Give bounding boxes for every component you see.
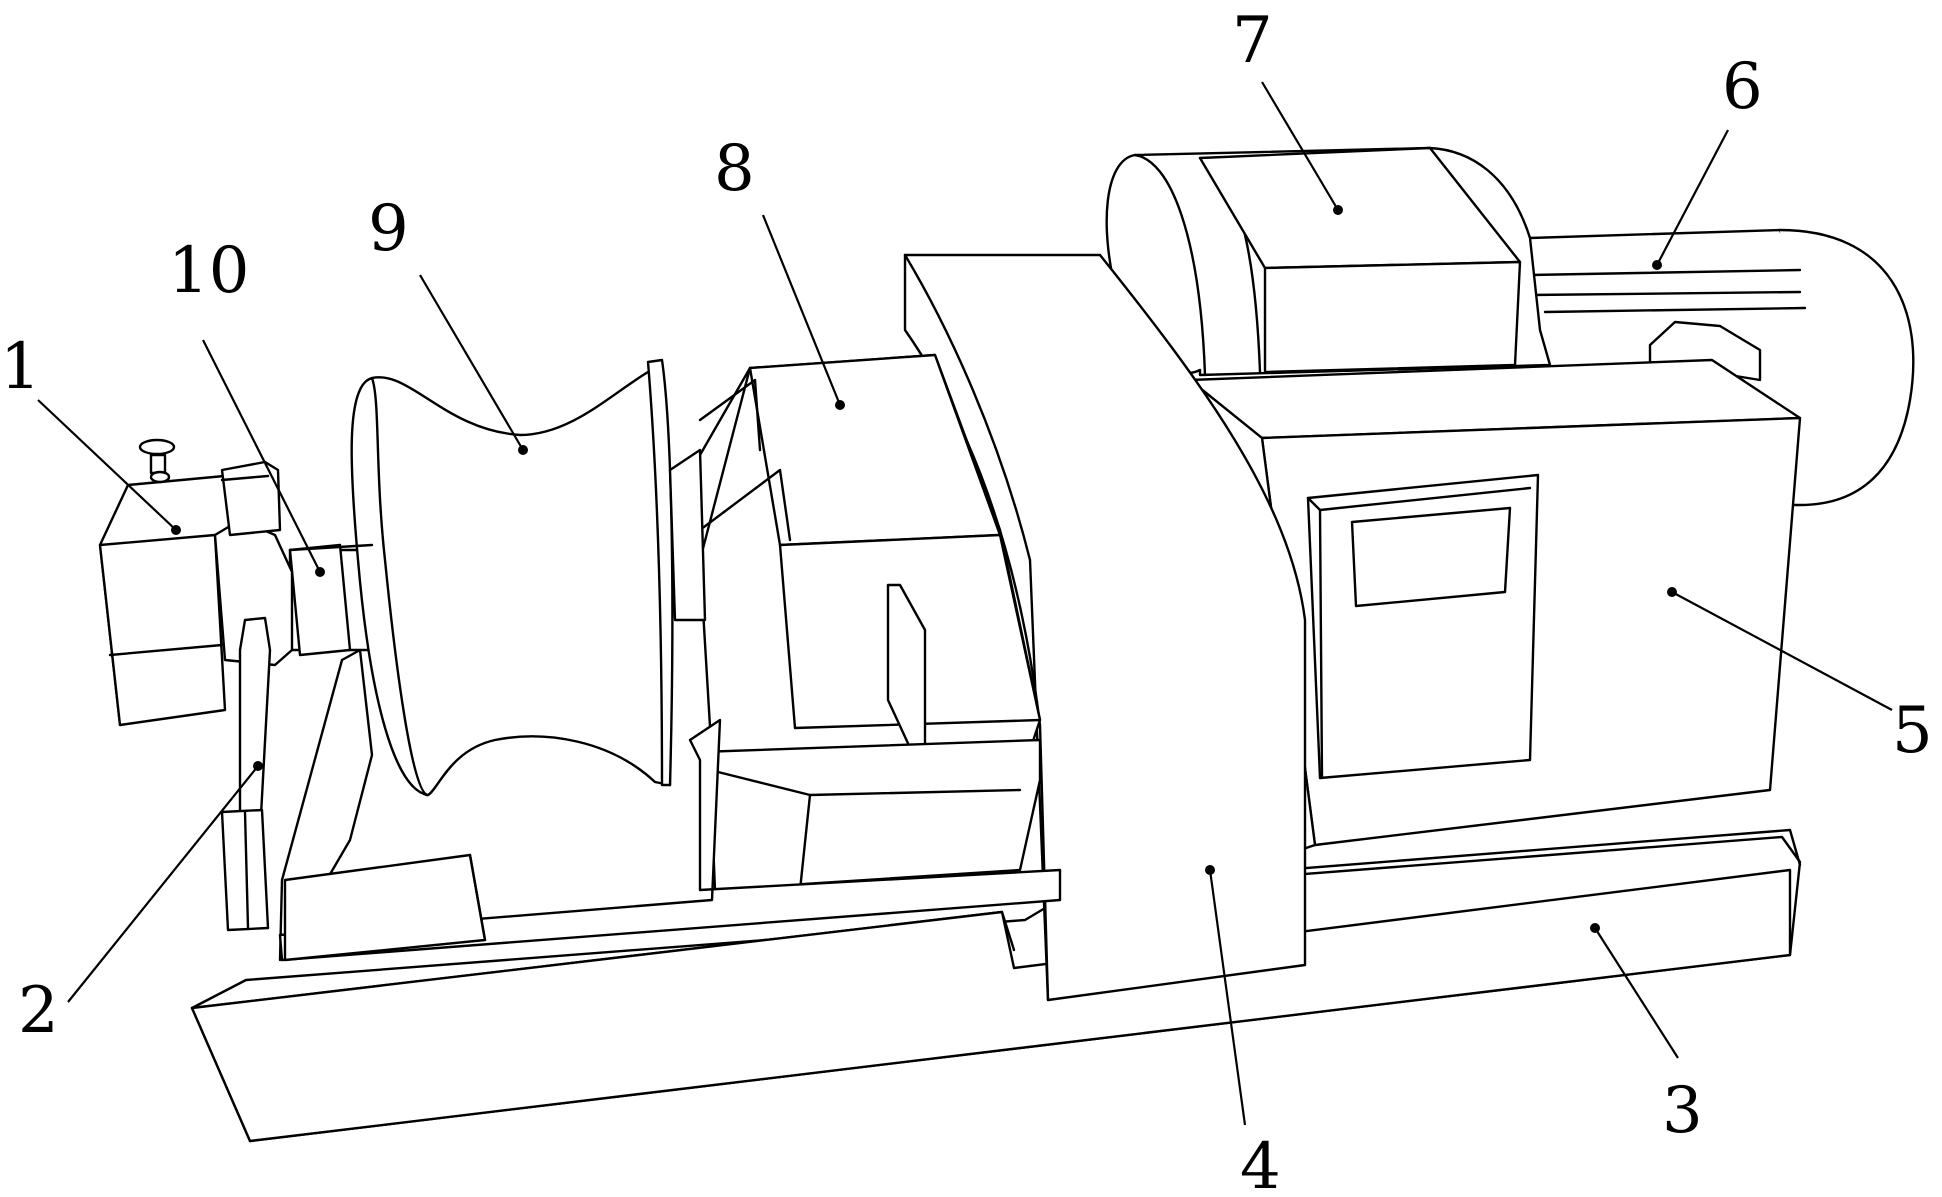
callout-8: 8: [714, 132, 755, 206]
leader-10: [202, 339, 321, 573]
leader-lines: [37, 81, 1893, 1126]
leader-7: [1261, 81, 1339, 211]
callout-2: 2: [18, 974, 59, 1048]
callout-7: 7: [1232, 4, 1273, 78]
leader-dots: [171, 205, 1677, 933]
gear-housing: [698, 353, 1042, 892]
main-frame: [278, 648, 1062, 962]
callout-1: 1: [0, 330, 41, 404]
shaft: [288, 543, 374, 657]
callout-4: 4: [1240, 1130, 1281, 1197]
leader-9: [419, 274, 524, 451]
leader-8: [761, 214, 842, 406]
callout-10: 10: [168, 234, 249, 308]
left-block: [98, 438, 237, 727]
callout-labels: 1 2 3 4 5 6 7 8 9 10: [0, 4, 1933, 1197]
callout-6: 6: [1722, 50, 1763, 124]
callout-3: 3: [1662, 1074, 1703, 1148]
leader-1: [37, 399, 177, 531]
reducer-box: [1105, 146, 1552, 377]
leader-4: [1208, 869, 1247, 1126]
callout-5: 5: [1892, 694, 1933, 768]
leader-5: [1671, 591, 1893, 711]
leader-2: [67, 765, 259, 1003]
leader-3: [1594, 927, 1679, 1059]
leader-6: [1656, 129, 1729, 266]
brake-lever: [220, 616, 272, 932]
control-cabinet: [1188, 358, 1802, 872]
callout-9: 9: [368, 192, 409, 266]
bearing-seat: [213, 460, 294, 667]
base-platform: [190, 828, 1802, 1143]
